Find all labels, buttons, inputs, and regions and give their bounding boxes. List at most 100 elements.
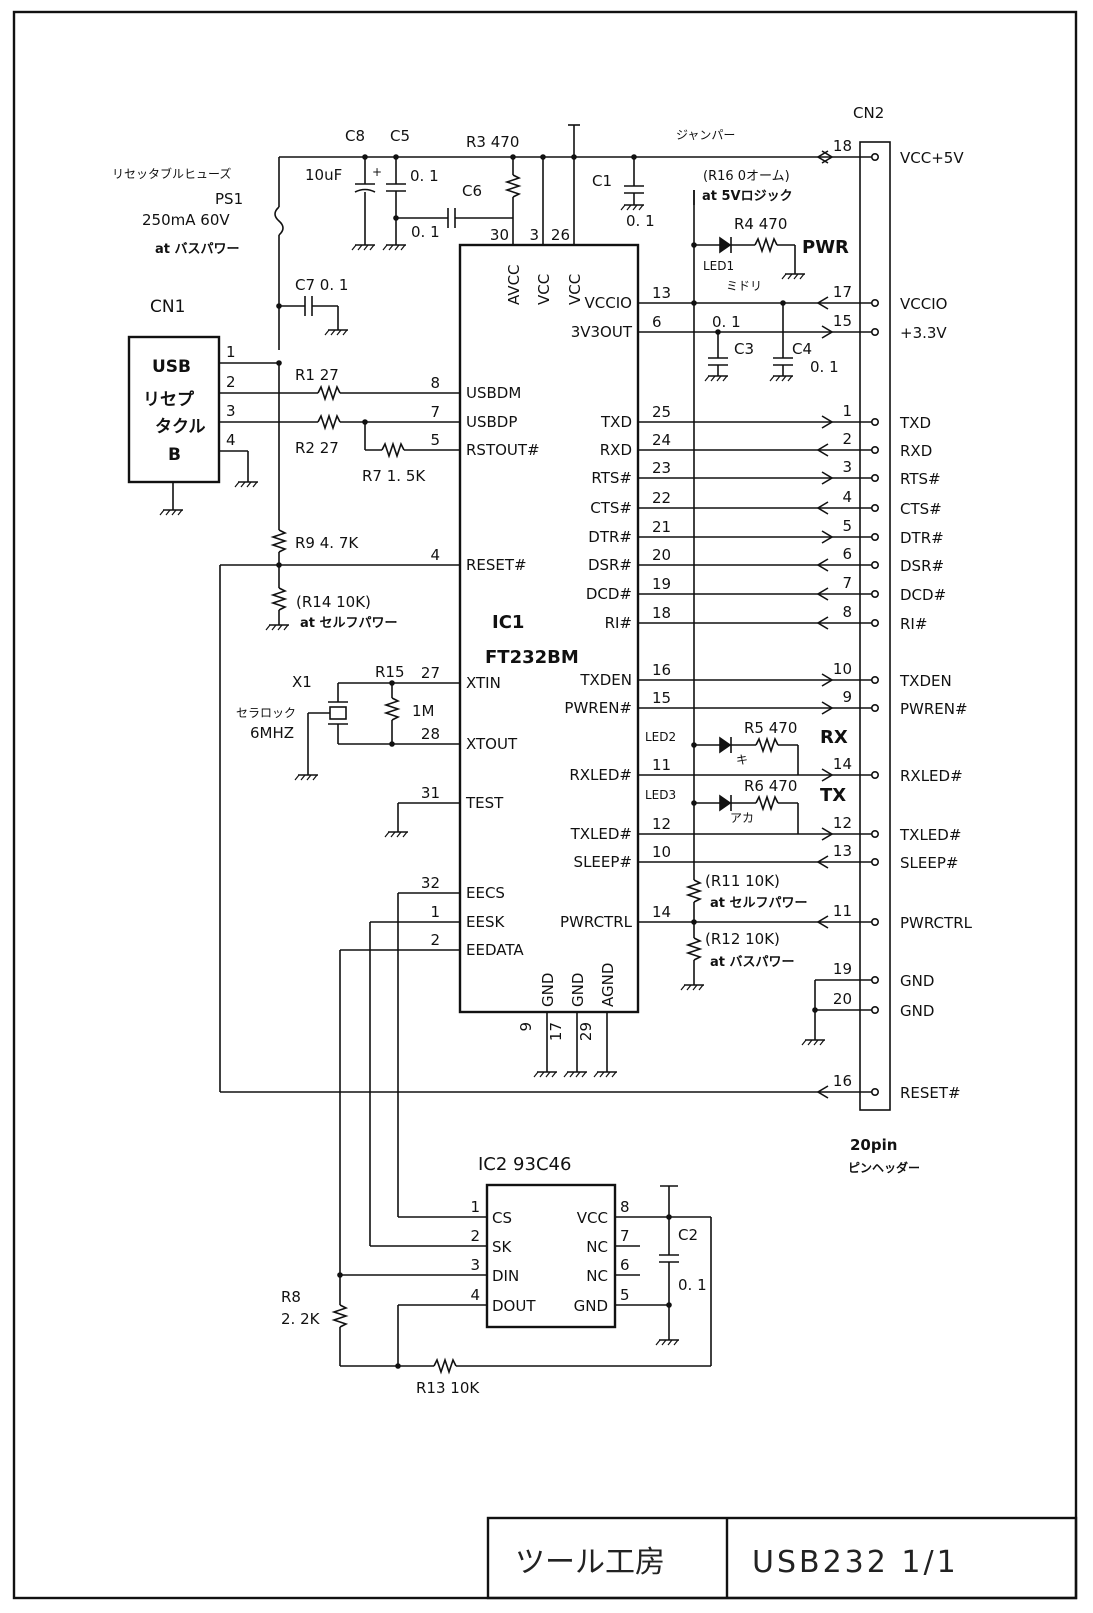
led2-color: キ (736, 753, 748, 767)
cn2-pin-name: DCD# (900, 586, 946, 604)
c3-label: C3 (734, 340, 754, 358)
ic1-pin-num: 13 (652, 284, 671, 302)
cn1-label-4: B (168, 445, 181, 465)
ic1-pin-name: VCCIO (585, 294, 632, 312)
ic1-pin-name: PWREN# (564, 699, 632, 717)
cn1-label-2: リセプ (143, 389, 195, 410)
ic1-pin-name: VCC (535, 274, 553, 305)
ic1-body (458, 243, 640, 1014)
cn1-pin-num: 2 (226, 373, 236, 391)
ic1-pin-name: 3V3OUT (571, 323, 633, 341)
cn2-pin-name: CTS# (900, 500, 942, 518)
cn2-pin-num: 10 (833, 660, 852, 678)
cn2-pin-contact (870, 560, 879, 569)
ic1-pin-num: 11 (652, 756, 671, 774)
r14-label: (R14 10K) (296, 593, 371, 611)
cn2-pin-num: 20 (833, 990, 852, 1008)
ic2-pin-name: DOUT (492, 1297, 536, 1315)
r3-label: R3 470 (466, 133, 519, 151)
cn2-pin-name: VCCIO (900, 295, 947, 313)
ic2-body (485, 1183, 617, 1329)
r16-label: (R16 0オーム) (703, 169, 790, 184)
ic1-pin-num: 19 (652, 575, 671, 593)
cn2-pin-num: 3 (842, 458, 852, 476)
c5-value: 0. 1 (410, 167, 439, 185)
cn2-pin-num: 13 (833, 842, 852, 860)
ic2-pin-num: 5 (620, 1286, 630, 1304)
ic1-right-pins: VCCIO133V3OUT6TXD25RXD24RTS#23CTS#22DTR#… (560, 284, 845, 931)
ic1-pin-name: CTS# (590, 499, 632, 517)
c5-label: C5 (390, 127, 410, 145)
ic1-pin-num: 30 (490, 226, 509, 244)
cn1-ref: CN1 (150, 297, 185, 317)
r15-label: R15 (375, 663, 405, 681)
cn2-pin-num: 2 (842, 430, 852, 448)
ic1-pin-num: 26 (551, 226, 570, 244)
cn2-pin-contact (870, 618, 879, 627)
ic1-pin-name: TXD (600, 413, 632, 431)
ic1-pin-name: SLEEP# (574, 853, 632, 871)
led3-label: LED3 (645, 788, 676, 802)
ic1-pin-num: 7 (430, 403, 440, 421)
component-labels: リセッタブルヒューズ PS1 250mA 60V at バスパワー C8 C5 … (112, 127, 849, 1397)
ic2-pin-num: 3 (470, 1256, 480, 1274)
ic2-pin-name: CS (492, 1209, 512, 1227)
cn2-pin-name: RXD (900, 442, 932, 460)
ic1-ref: IC1 (492, 612, 524, 633)
ic2-pin-num: 6 (620, 1256, 630, 1274)
cn2-pin-num: 8 (842, 603, 852, 621)
led1-color: ミドリ (726, 279, 762, 293)
cn2-pin-contact (870, 1088, 879, 1097)
cn2-pin-contact (870, 917, 879, 926)
cn2-desc2: ピンヘッダー (848, 1160, 920, 1175)
rx-label: RX (820, 727, 848, 748)
ic1-pin-num: 14 (652, 903, 671, 921)
cn2-pin-contact (870, 703, 879, 712)
cn1-body (127, 335, 221, 484)
ic1-pin-num: 10 (652, 843, 671, 861)
ic1-pin-name: TXDEN (579, 671, 632, 689)
ic2-pin-num: 2 (470, 1227, 480, 1245)
ic1-part: FT232BM (485, 647, 579, 668)
c6-label: C6 (462, 182, 482, 200)
ic1-pin-num: 16 (652, 661, 671, 679)
r8-label: R8 (281, 1288, 301, 1306)
cn2-pin-num: 6 (842, 545, 852, 563)
ic1-pin-num: 4 (430, 546, 440, 564)
x1-label: X1 (292, 673, 312, 691)
title-drawing: USB232 1/1 (752, 1545, 959, 1580)
ic1-pin-num: 29 (577, 1022, 595, 1041)
ic1-pin-name: GND (569, 973, 587, 1007)
cn2-pin-name: DTR# (900, 529, 944, 547)
ic2-title: IC2 93C46 (478, 1154, 571, 1175)
ic1-pin-num: 1 (430, 903, 440, 921)
cn2-pin-num: 11 (833, 902, 852, 920)
r9-label: R9 4. 7K (295, 534, 359, 552)
cn2-pin-name: RTS# (900, 470, 941, 488)
c3-value: 0. 1 (712, 313, 741, 331)
ic1-pin-name: DTR# (588, 528, 632, 546)
cn2-pin-contact (870, 675, 879, 684)
cn2-pin-name: TXDEN (899, 672, 952, 690)
ic1-pin-num: 23 (652, 459, 671, 477)
ic1-pin-name: RXLED# (569, 766, 632, 784)
ic1-pin-num: 17 (547, 1022, 565, 1041)
ic1-pin-num: 9 (517, 1022, 535, 1032)
c1-label: C1 (592, 172, 612, 190)
ic2-pin-name: GND (574, 1297, 608, 1315)
ic2-pin-num: 7 (620, 1227, 630, 1245)
ic1-pin-name: RSTOUT# (466, 441, 540, 459)
cn2-pin-num: 7 (842, 574, 852, 592)
cn2-pin-name: PWREN# (900, 700, 968, 718)
c7-label: C7 0. 1 (295, 276, 348, 294)
ic1-pin-num: 15 (652, 689, 671, 707)
ic1-pin-name: RXD (600, 441, 632, 459)
cn2-pin-num: 5 (842, 517, 852, 535)
fuse-desc: リセッタブルヒューズ (112, 166, 231, 181)
cn2-pin-num: 18 (833, 137, 852, 155)
r4-label: R4 470 (734, 215, 787, 233)
ic1-pin-name: AGND (599, 963, 617, 1007)
